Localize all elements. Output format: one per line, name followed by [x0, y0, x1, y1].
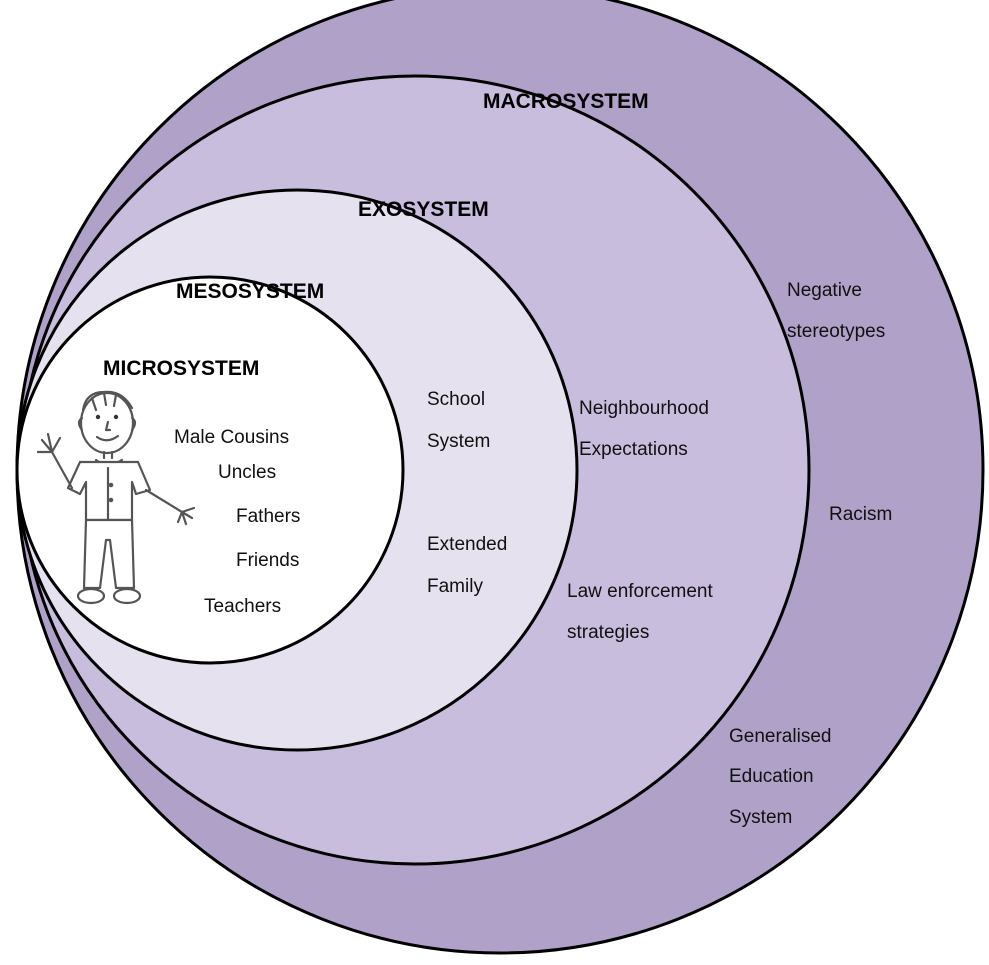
boy-stick-figure-icon	[36, 390, 196, 605]
meso-item-extended-family: Extended Family	[427, 534, 513, 597]
micro-item-male-cousins: Male Cousins	[174, 427, 289, 448]
macro-item-generalised-education-system: Generalised Education System	[729, 726, 837, 828]
macrosystem-title: MACROSYSTEM	[483, 90, 649, 113]
macro-item-racism: Racism	[829, 504, 892, 525]
exo-item-neighbourhood-expectations: Neighbourhood Expectations	[579, 398, 714, 460]
meso-item-school-system: School System	[427, 389, 490, 452]
micro-item-teachers: Teachers	[204, 596, 281, 617]
micro-item-fathers: Fathers	[236, 506, 300, 527]
macro-item-negative-stereotypes: Negative stereotypes	[787, 280, 885, 342]
micro-item-uncles: Uncles	[218, 462, 276, 483]
exo-item-law-enforcement-strategies: Law enforcement strategies	[567, 581, 718, 643]
exosystem-title: EXOSYSTEM	[358, 198, 489, 221]
microsystem-title: MICROSYSTEM	[103, 357, 259, 380]
mesosystem-title: MESOSYSTEM	[176, 280, 324, 303]
micro-item-friends: Friends	[236, 550, 299, 571]
